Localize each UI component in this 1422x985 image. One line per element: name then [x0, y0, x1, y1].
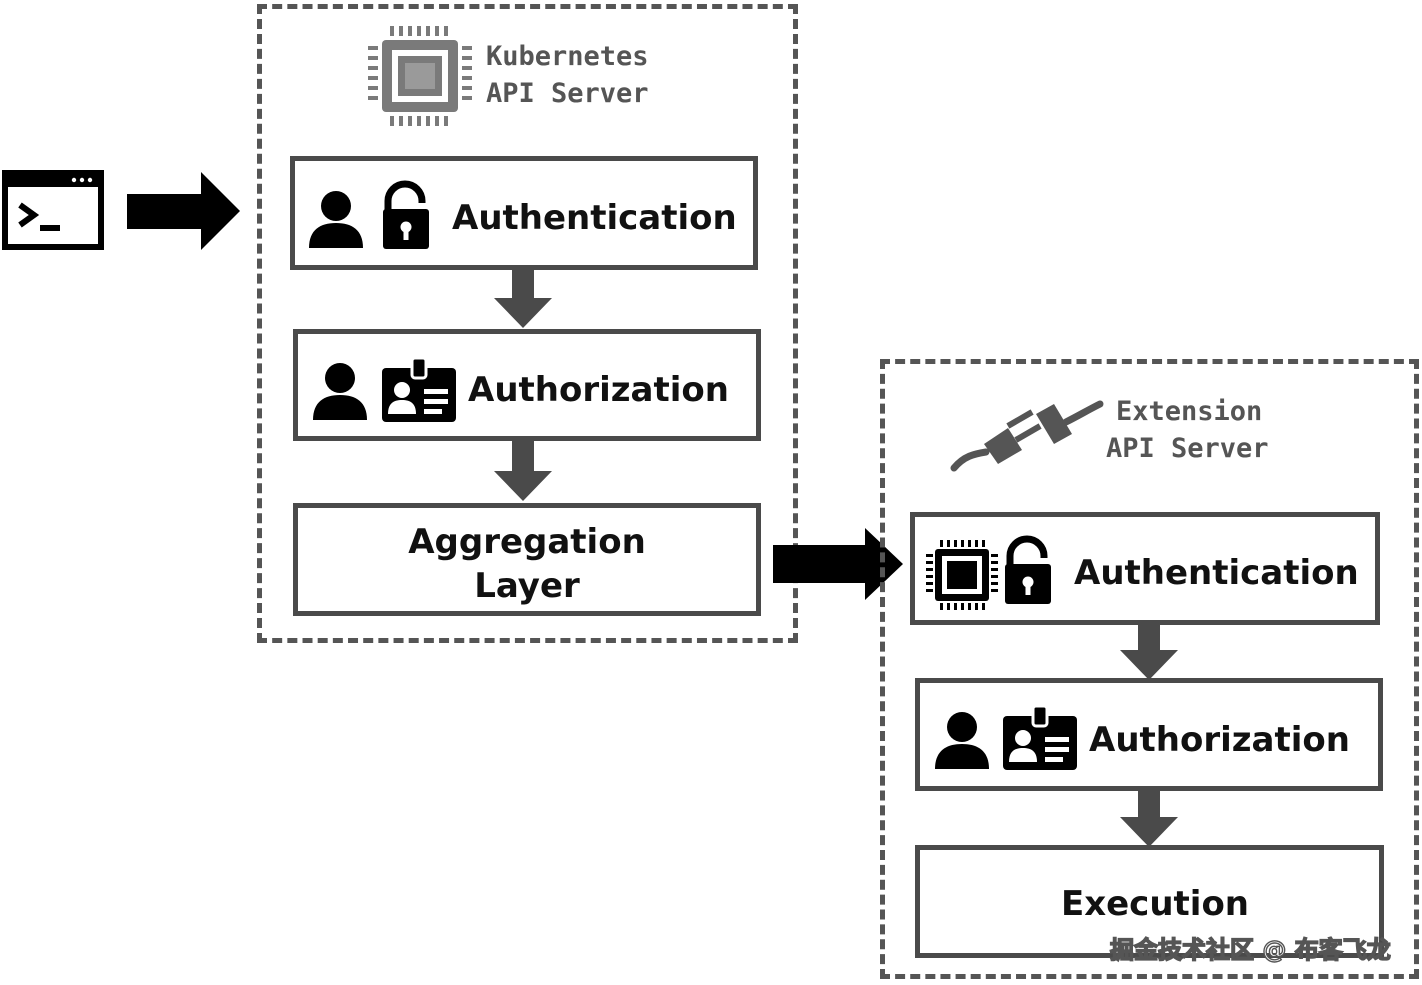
extension-authorization-label: Authorization [1089, 720, 1350, 760]
watermark: 掘金技术社区 @ 布客飞龙 [1109, 935, 1391, 964]
id-card-icon [382, 356, 456, 422]
execution-box [915, 845, 1384, 958]
authentication-box [290, 156, 758, 270]
kubernetes-api-server-title: Kubernetes API Server [486, 38, 649, 112]
execution-label: Execution [1060, 884, 1250, 924]
title-line-1: Kubernetes [486, 41, 649, 72]
extension-authentication-label: Authentication [1074, 553, 1359, 593]
authentication-label: Authentication [452, 198, 737, 238]
aggregation-layer-label: Aggregation Layer [293, 520, 761, 608]
title-line-1: Extension [1116, 396, 1263, 427]
aggregation-line-2: Layer [474, 566, 580, 606]
authorization-label: Authorization [468, 370, 729, 410]
down-arrow [494, 268, 552, 328]
terminal-icon [2, 170, 104, 250]
user-icon [935, 712, 989, 769]
user-icon [309, 191, 363, 248]
down-arrow [1120, 789, 1178, 847]
id-card-icon [1003, 704, 1077, 770]
delegation-arrow [773, 528, 903, 600]
unlock-icon [383, 180, 429, 249]
request-arrow [127, 172, 240, 250]
kubernetes-api-server-frame [257, 4, 798, 643]
aggregation-line-1: Aggregation [408, 522, 646, 562]
extension-authorization-box [915, 678, 1383, 791]
plug-icon [950, 400, 1104, 472]
unlock-icon [1005, 535, 1051, 604]
aggregation-layer-box [293, 503, 761, 616]
cpu-chip-icon [368, 26, 472, 126]
down-arrow [494, 441, 552, 501]
extension-api-server-title: Extension API Server [1106, 393, 1269, 467]
down-arrow [1120, 622, 1178, 680]
extension-api-server-frame [880, 359, 1419, 979]
title-line-2: API Server [1106, 433, 1269, 464]
user-icon [313, 363, 367, 420]
title-line-2: API Server [486, 78, 649, 109]
authorization-box [293, 329, 761, 441]
cpu-chip-icon [926, 540, 998, 610]
